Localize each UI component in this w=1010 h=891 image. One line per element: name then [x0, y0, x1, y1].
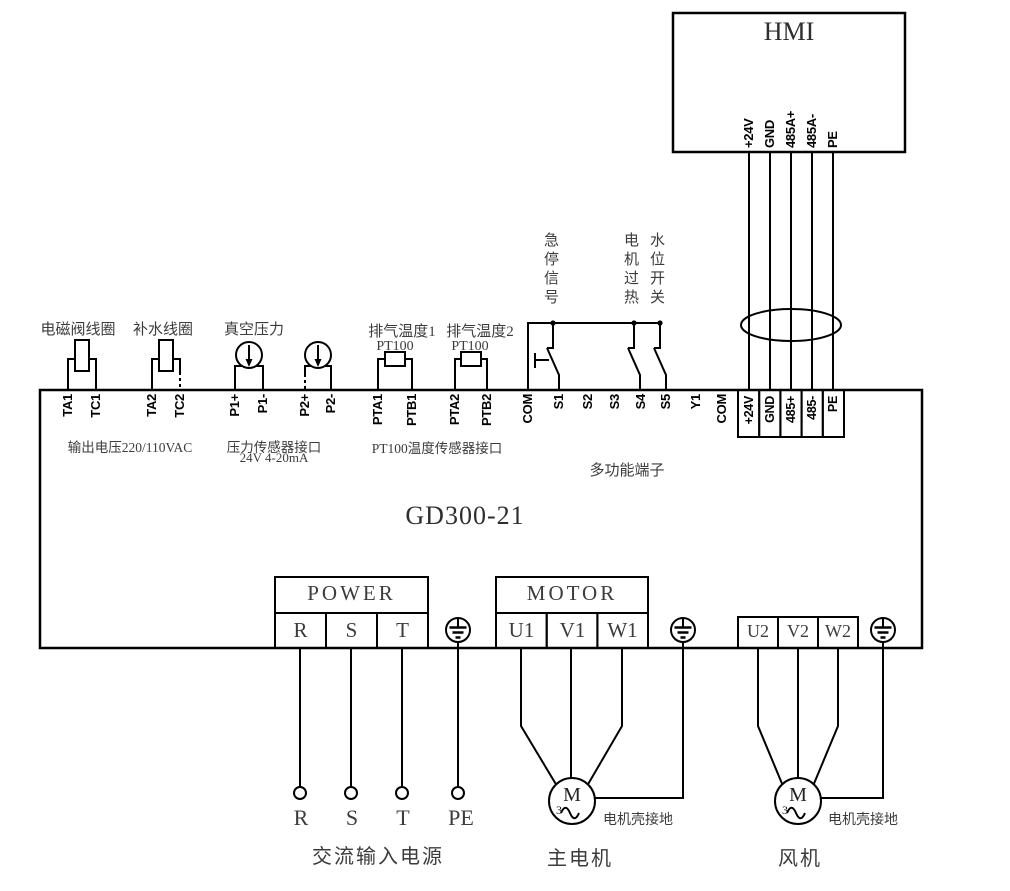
hmi-title: HMI — [763, 17, 815, 46]
ground-symbol-power — [445, 617, 471, 643]
cell-v1: V1 — [559, 618, 586, 642]
pressure-interface-note2: 24V 4-20mA — [239, 450, 309, 465]
pressure-sensor-2 — [304, 341, 332, 390]
solenoid-coil-label: 电磁阀线圈 — [40, 322, 116, 338]
input-terminal-s: S — [345, 805, 359, 830]
terminal-ta1: TA1 — [60, 394, 75, 417]
power-box-title: POWER — [307, 581, 396, 605]
strip-terminal-pe: PE — [826, 396, 840, 413]
output-voltage-note: 输出电压220/110VAC — [67, 440, 193, 455]
main-motor-wave — [560, 806, 580, 820]
hmi-terminal-24v: +24V — [741, 118, 756, 148]
pt100-label-2: PT100 — [451, 339, 489, 354]
motor-ground-label-2: 电机壳接地 — [828, 813, 898, 828]
refill-coil-symbol — [151, 339, 181, 390]
cell-v2: V2 — [787, 621, 809, 641]
ac-input-wires — [293, 642, 465, 800]
terminal-tc2: TC2 — [172, 394, 187, 418]
hmi-terminal-485a-plus: 485A+ — [783, 110, 798, 148]
comm-terminal-strip — [737, 389, 845, 438]
pressure-sensor-1 — [234, 341, 264, 390]
terminal-ptb2: PTB2 — [479, 394, 494, 427]
terminal-p1-minus: P1- — [255, 394, 270, 414]
main-motor-3: 3 — [556, 803, 562, 817]
com-bus-wire — [527, 322, 660, 390]
terminal-y1: Y1 — [688, 394, 703, 410]
strip-terminal-485-minus: 485- — [805, 396, 819, 420]
cable-bundle-ellipse — [740, 308, 842, 342]
hmi-terminal-485a-minus: 485A- — [804, 114, 819, 148]
motor-overheat-label: 电机过热 — [622, 232, 638, 308]
water-level-label: 水位开关 — [648, 232, 664, 308]
terminal-s5: S5 — [658, 394, 673, 410]
motor-box-title: MOTOR — [526, 581, 618, 605]
terminal-ta2: TA2 — [144, 394, 159, 417]
device-title: GD300-21 — [405, 501, 525, 530]
ground-symbol-fan — [870, 617, 896, 643]
terminal-p2-plus: P2+ — [297, 394, 312, 417]
cell-s: S — [345, 618, 358, 642]
hmi-terminal-gnd: GND — [762, 120, 777, 148]
cell-t: T — [396, 618, 409, 642]
terminal-com1: COM — [520, 394, 535, 424]
cell-u1: U1 — [508, 618, 535, 642]
terminal-com2: COM — [714, 394, 729, 424]
terminal-s1: S1 — [551, 394, 566, 410]
main-motor-m: M — [563, 784, 581, 806]
fan-label: 风机 — [778, 848, 822, 870]
strip-terminal-24v: +24V — [742, 396, 756, 425]
exhaust-temp1-label: 排气温度1 — [368, 324, 436, 340]
main-motor-wires — [520, 642, 684, 825]
terminal-pta1: PTA1 — [370, 394, 385, 426]
ac-input-label: 交流输入电源 — [312, 846, 444, 868]
fan-motor-3: 3 — [782, 803, 788, 817]
cell-w2: W2 — [825, 621, 851, 641]
hmi-box — [671, 11, 907, 154]
terminal-ptb1: PTB1 — [404, 394, 419, 427]
pressure-interface-note: 压力传感器接口 — [226, 440, 322, 455]
input-terminal-r: R — [293, 805, 309, 830]
terminal-s2: S2 — [580, 394, 595, 410]
fan-motor-m: M — [789, 784, 807, 806]
exhaust-temp2-label: 排气温度2 — [446, 324, 514, 340]
terminal-p1-plus: P1+ — [227, 394, 242, 417]
cell-w1: W1 — [607, 618, 638, 642]
solenoid-coil-symbol — [67, 339, 97, 390]
refill-coil-label: 补水线圈 — [132, 322, 193, 338]
hmi-terminal-pe: PE — [825, 131, 840, 148]
hmi-cable-wires — [748, 152, 834, 390]
pt100-interface-note: PT100温度传感器接口 — [371, 441, 503, 456]
multifunction-note: 多功能端子 — [589, 463, 665, 479]
pt100-sensor-2 — [454, 351, 488, 390]
digital-input-switches — [527, 320, 667, 390]
water-level-switch — [653, 323, 667, 390]
terminal-p2-minus: P2- — [323, 394, 338, 414]
terminal-pta2: PTA2 — [447, 394, 462, 426]
pt100-label-1: PT100 — [376, 339, 414, 354]
vacuum-pressure-label: 真空压力 — [223, 322, 284, 338]
terminal-s4: S4 — [633, 394, 648, 410]
motor-ground-label-1: 电机壳接地 — [603, 813, 673, 828]
cell-u2: U2 — [747, 621, 769, 641]
estop-label: 急停信号 — [542, 232, 558, 308]
pt100-sensor-1 — [377, 351, 413, 390]
strip-terminal-gnd: GND — [763, 396, 777, 423]
fan-wires — [757, 642, 884, 825]
ground-symbol-motor — [670, 617, 696, 643]
inverter-box — [38, 388, 924, 650]
terminal-tc1: TC1 — [88, 394, 103, 418]
cell-r: R — [293, 618, 308, 642]
strip-terminal-485-plus: 485+ — [784, 396, 798, 423]
input-terminal-t: T — [396, 805, 410, 830]
motor-overheat-switch — [627, 323, 641, 390]
main-motor-label: 主电机 — [547, 848, 613, 870]
fan-motor-wave — [786, 806, 806, 820]
input-terminal-pe: PE — [448, 805, 474, 830]
estop-switch — [534, 323, 560, 390]
terminal-s3: S3 — [607, 394, 622, 410]
